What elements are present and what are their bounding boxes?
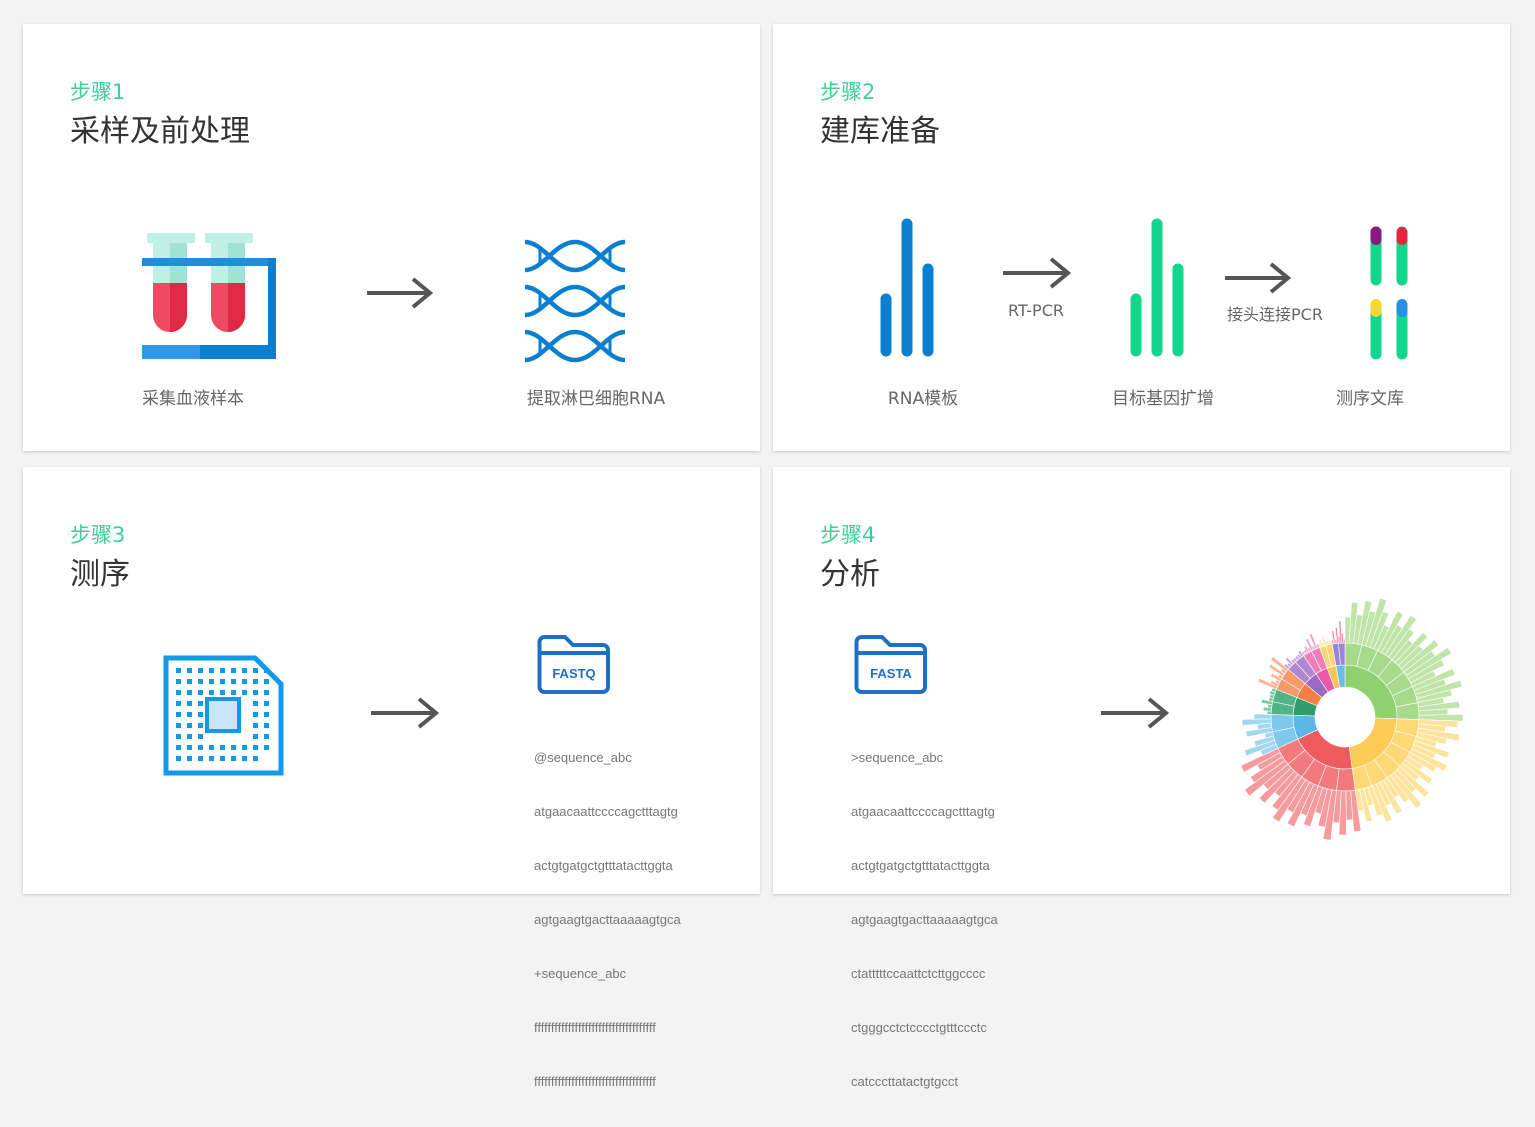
step-card-analysis: 步骤4 分析 FASTA >sequence_abc atgaacaattccc… bbox=[773, 467, 1510, 1089]
folder-icon: FASTQ bbox=[537, 635, 610, 694]
caption-blood-sample: 采集血液样本 bbox=[142, 389, 244, 409]
arrow-right-icon bbox=[367, 277, 434, 309]
step-number: 步骤3 bbox=[70, 523, 126, 547]
step-title: 采样及前处理 bbox=[70, 114, 250, 149]
fasta-line: ctgggcctctcccctgtttccctc bbox=[851, 1020, 987, 1035]
step-title: 分析 bbox=[820, 557, 880, 592]
step-card-library-prep: 步骤2 建库准备 RNA模板 RT-PCR 目标基因扩增 接头连接PCR bbox=[773, 24, 1510, 451]
caption-sequencing-library: 测序文库 bbox=[1336, 389, 1404, 409]
step-number: 步骤4 bbox=[820, 523, 876, 547]
step-number: 步骤1 bbox=[70, 80, 126, 104]
fasta-content: >sequence_abc atgaacaattccccagctttagtg a… bbox=[851, 713, 998, 1127]
fastq-content: @sequence_abc atgaacaattccccagctttagtg a… bbox=[534, 713, 681, 1127]
arrow-label-adapter-pcr: 接头连接PCR bbox=[1227, 305, 1323, 324]
step-title: 建库准备 bbox=[820, 114, 940, 149]
fastq-line: @sequence_abc bbox=[534, 750, 632, 765]
sunburst-chart-icon bbox=[1240, 597, 1464, 841]
fasta-line: atgaacaattccccagctttagtg bbox=[851, 804, 995, 819]
fasta-line: agtgaagtgacttaaaaagtgca bbox=[851, 912, 998, 927]
fastq-line: ffffffffffffffffffffffffffffffffffff bbox=[534, 1020, 656, 1035]
arrow-right-icon bbox=[1003, 257, 1072, 289]
caption-rna-template: RNA模板 bbox=[887, 389, 959, 409]
sunburst-segment bbox=[1336, 768, 1356, 792]
fasta-line: ctatttttccaattctcttggcccc bbox=[851, 966, 986, 981]
fastq-line: actgtgatgctgtttatacttggta bbox=[534, 858, 673, 873]
fasta-line: >sequence_abc bbox=[851, 750, 944, 765]
fasta-line: catcccttatactgtgcct bbox=[851, 1074, 958, 1089]
step-card-sampling: 步骤1 采样及前处理 采集血液样本 bbox=[23, 24, 760, 451]
arrow-right-icon bbox=[1225, 262, 1292, 294]
dna-helix-icon bbox=[524, 239, 626, 363]
fastq-line: ffffffffffffffffffffffffffffffffffff bbox=[534, 1074, 656, 1089]
step-title: 测序 bbox=[70, 557, 130, 592]
fastq-line: atgaacaattccccagctttagtg bbox=[534, 804, 678, 819]
arrow-right-icon bbox=[1101, 697, 1170, 729]
step-card-sequencing: 步骤3 测序 FASTQ @sequence_abc atgaacaattccc… bbox=[23, 467, 760, 1089]
test-tube-rack-icon bbox=[142, 233, 276, 359]
arrow-right-icon bbox=[371, 697, 440, 729]
fastq-line: agtgaagtgacttaaaaagtgca bbox=[534, 912, 681, 927]
amplified-gene-icon bbox=[1130, 218, 1184, 357]
caption-extract-rna: 提取淋巴细胞RNA bbox=[526, 389, 666, 409]
step-number: 步骤2 bbox=[820, 80, 876, 104]
arrow-label-rt-pcr: RT-PCR bbox=[1008, 301, 1064, 320]
fastq-line: +sequence_abc bbox=[534, 966, 627, 981]
rna-template-icon bbox=[880, 218, 934, 357]
folder-label: FASTA bbox=[870, 666, 912, 681]
caption-gene-amplification: 目标基因扩增 bbox=[1112, 389, 1214, 409]
sunburst-segment bbox=[1342, 638, 1346, 644]
folder-icon: FASTA bbox=[854, 635, 927, 694]
folder-label: FASTQ bbox=[552, 666, 595, 681]
sequencing-chip-icon bbox=[163, 655, 284, 776]
fasta-line: actgtgatgctgtttatacttggta bbox=[851, 858, 990, 873]
sequencing-library-icon bbox=[1370, 226, 1408, 360]
